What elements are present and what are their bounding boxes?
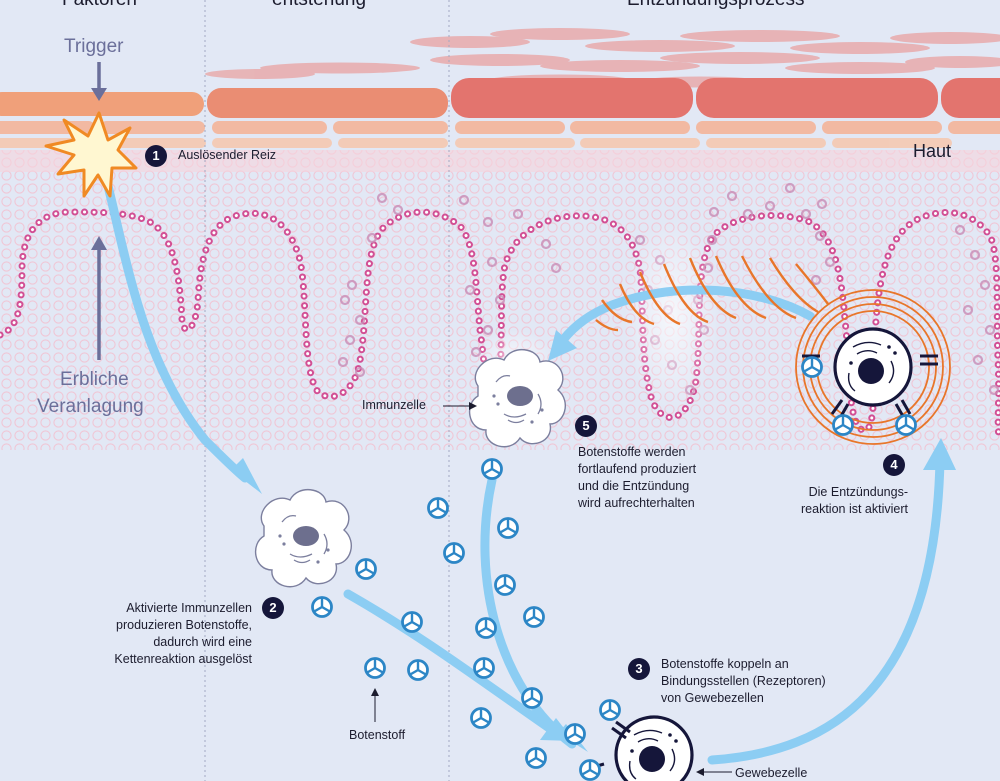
heredity-label-1: Erbliche <box>60 369 129 390</box>
trigger-starburst <box>44 111 138 198</box>
immune-cell-label: Immunzelle <box>362 398 426 412</box>
signal-arrows <box>99 165 945 765</box>
step-1-badge: 1 <box>145 145 167 167</box>
step-1-text: Auslösender Reiz <box>178 148 276 162</box>
step-2-text: Aktivierte Immunzellen produzieren Boten… <box>114 601 252 666</box>
skin-label: Haut <box>913 141 952 161</box>
tissue-cell-label: Gewebezelle <box>735 766 808 780</box>
step-5-text: Botenstoffe werden fortlaufend produzier… <box>578 445 697 510</box>
step-2-badge: 2 <box>262 597 284 619</box>
header-development: entstehung <box>272 0 366 11</box>
messenger-label: Botenstoff <box>349 728 406 742</box>
step-4-badge: 4 <box>883 454 905 476</box>
header-factors: Faktoren <box>62 0 137 11</box>
tissue-cell-bottom <box>614 715 694 781</box>
heredity-label-2: Veranlagung <box>37 396 144 417</box>
trigger-label: Trigger <box>64 36 124 57</box>
activated-tissue-cell <box>833 327 913 407</box>
step-3-text: Botenstoffe koppeln an Bindungsstellen (… <box>661 657 826 705</box>
signal-waves <box>595 255 829 332</box>
basal-membrane-inner <box>0 210 1000 442</box>
epidermis-bands <box>0 78 1000 148</box>
step-4-text: Die Entzündungs- reaktion ist aktiviert <box>801 485 908 516</box>
header-inflammation: Entzündungsprozess <box>627 0 804 11</box>
step-5-badge: 5 <box>575 415 597 437</box>
step-3-badge: 3 <box>628 658 650 680</box>
